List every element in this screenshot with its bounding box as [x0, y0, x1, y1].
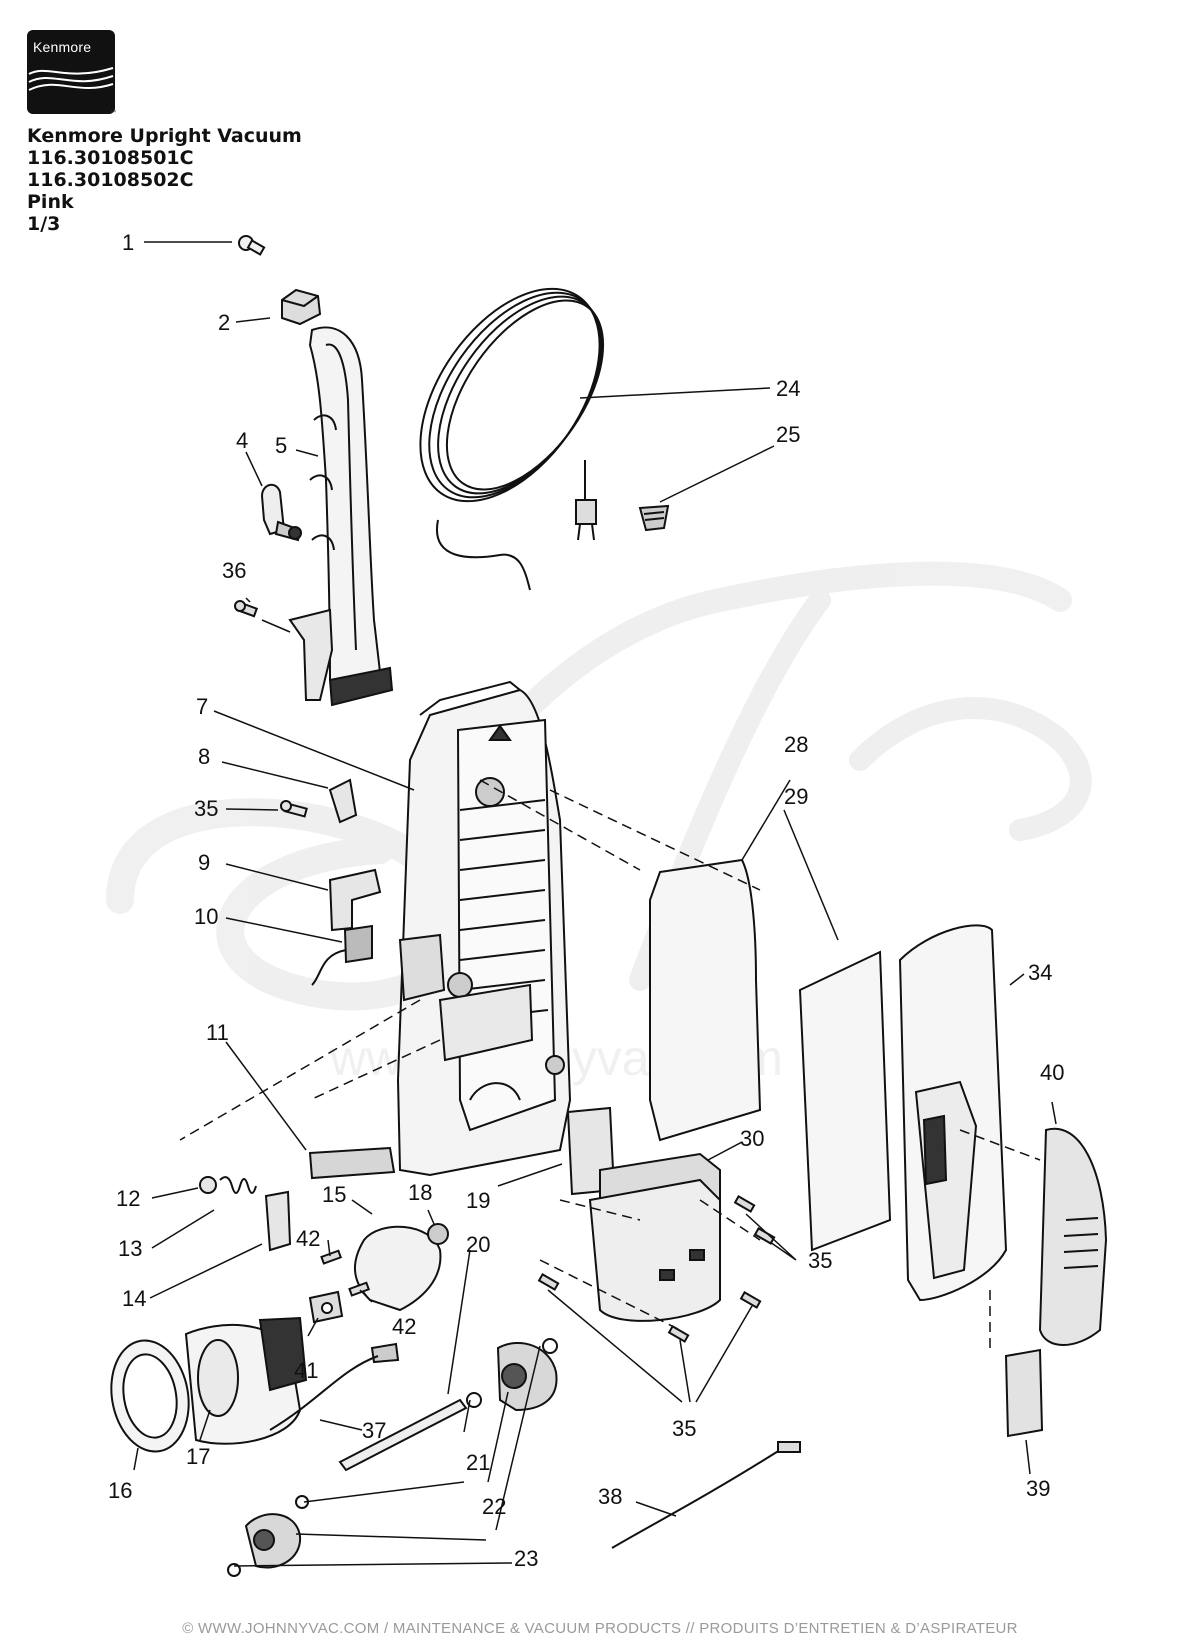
- handle-cap-2-icon: [281, 288, 322, 326]
- callout-10: 10: [194, 904, 218, 929]
- callout-30: 30: [740, 1126, 764, 1151]
- switch-10-icon: [343, 924, 373, 964]
- callout-37: 37: [362, 1418, 386, 1443]
- spring-13-icon: [219, 1176, 257, 1194]
- screw-35-a-icon: [537, 1273, 560, 1291]
- callout-16: 16: [108, 1478, 132, 1503]
- model-number-2: 116.30108502C: [27, 169, 194, 191]
- cover-40-icon: [1038, 1127, 1108, 1346]
- callout-35-right: 35: [808, 1248, 832, 1273]
- callout-11: 11: [206, 1020, 229, 1045]
- cord-hook-4-icon: [260, 483, 302, 542]
- washer-23-lower-icon: [227, 1563, 241, 1577]
- callout-19: 19: [466, 1188, 490, 1213]
- callout-17: 17: [186, 1444, 210, 1469]
- color-variant: Pink: [27, 191, 74, 213]
- shaft-20-icon: [338, 1398, 468, 1472]
- callout-35-lower: 35: [672, 1416, 696, 1441]
- callout-34: 34: [1028, 960, 1052, 985]
- callout-39: 39: [1026, 1476, 1050, 1501]
- logo-swoosh-icon: [28, 67, 114, 91]
- callout-38: 38: [598, 1484, 622, 1509]
- page-indicator: 1/3: [27, 213, 61, 235]
- callout-15: 15: [322, 1182, 346, 1207]
- kenmore-logo: Kenmore: [27, 30, 115, 114]
- bag-29-icon: [798, 950, 892, 1252]
- left-small-parts: [199, 1106, 616, 1312]
- callout-42-lower: 42: [392, 1314, 416, 1339]
- callout-40: 40: [1040, 1060, 1064, 1085]
- callout-14: 14: [122, 1286, 146, 1311]
- filter-28-icon: [649, 858, 762, 1142]
- washer-23-upper-icon: [542, 1338, 558, 1354]
- callout-20: 20: [466, 1232, 490, 1257]
- screw-42-upper-icon: [320, 1249, 343, 1265]
- model-header: Kenmore Upright Vacuum 116.30108501C 116…: [27, 125, 302, 235]
- screw-36-icon: [234, 600, 259, 618]
- callout-18: 18: [408, 1180, 432, 1205]
- model-number-1: 116.30108501C: [27, 147, 194, 169]
- callout-9: 9: [198, 850, 210, 875]
- gasket-15-icon: [353, 1225, 442, 1312]
- switch-group: [280, 778, 382, 986]
- cap-18-icon: [427, 1223, 449, 1245]
- product-title: Kenmore Upright Vacuum: [27, 125, 302, 147]
- callout-12: 12: [116, 1186, 140, 1211]
- callout-35-upper: 35: [194, 796, 218, 821]
- screw-1-icon: [238, 235, 266, 256]
- leader-lines: [133, 241, 1057, 1567]
- filter-11-icon: [308, 1146, 396, 1180]
- screw-35-b-icon: [733, 1195, 756, 1213]
- switch-cover-8-icon: [328, 778, 358, 824]
- brushroll-parts: [227, 1338, 558, 1577]
- switch-9-icon: [328, 868, 382, 932]
- callout-36: 36: [222, 558, 246, 583]
- washer-21-icon: [466, 1392, 482, 1408]
- callout-29: 29: [784, 784, 808, 809]
- callout-23: 23: [514, 1546, 538, 1571]
- callout-7: 7: [196, 694, 208, 719]
- screw-35-d-icon: [667, 1325, 690, 1343]
- bushing-12-icon: [199, 1176, 217, 1194]
- callout-labels: 1 2 4 5 36 7 8 35 9 10 11 12 13 14 15 18…: [108, 230, 1064, 1571]
- panels: [537, 858, 1108, 1549]
- callout-8: 8: [198, 744, 210, 769]
- trademark-mark: ™: [110, 110, 116, 116]
- main-body-7-icon: [396, 680, 572, 1177]
- callout-21: 21: [466, 1450, 490, 1475]
- pedal-14-icon: [264, 1190, 292, 1252]
- callout-42-upper: 42: [296, 1226, 320, 1251]
- callout-5: 5: [275, 433, 287, 458]
- power-cord-24-icon: [419, 287, 605, 591]
- handle-5-icon: [288, 326, 394, 707]
- screw-42-lower-icon: [348, 1281, 371, 1297]
- callout-24: 24: [776, 376, 800, 401]
- callout-22: 22: [482, 1494, 506, 1519]
- callout-2: 2: [218, 310, 230, 335]
- callout-25: 25: [776, 422, 800, 447]
- wire-37-icon: [269, 1355, 379, 1431]
- logo-text: Kenmore: [33, 39, 92, 55]
- filter-39-icon: [1004, 1348, 1044, 1438]
- handle-assembly: [234, 235, 394, 707]
- alignment-lines: [179, 779, 1041, 1350]
- wire-connector-25-icon: [638, 504, 670, 532]
- callout-4: 4: [236, 428, 248, 453]
- wire-38-icon: [611, 1449, 781, 1549]
- callout-28: 28: [784, 732, 808, 757]
- callout-13: 13: [118, 1236, 142, 1261]
- screw-35-e-icon: [739, 1291, 762, 1309]
- footer-copyright: © WWW.JOHNNYVAC.COM / MAINTENANCE & VACU…: [182, 1620, 1018, 1637]
- callout-1: 1: [122, 230, 134, 255]
- callout-41: 41: [294, 1358, 318, 1383]
- screw-35-upper-icon: [280, 800, 308, 818]
- motor-assembly: [110, 1249, 400, 1453]
